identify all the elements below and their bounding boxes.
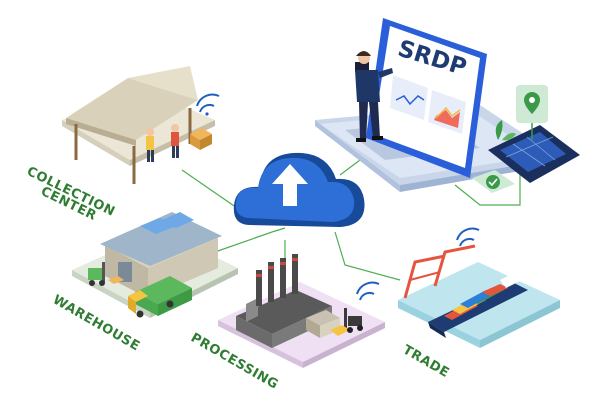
businessman-icon <box>355 51 393 142</box>
label-trade: TRADE <box>400 342 452 381</box>
cloud-upload-icon <box>233 152 365 227</box>
wifi-icon <box>196 93 220 116</box>
connector-device <box>454 165 521 206</box>
wifi-icon-trade <box>456 227 480 247</box>
solar-panel-icon <box>488 125 580 183</box>
location-pin-icon <box>516 85 548 140</box>
warehouse-icon <box>72 212 238 318</box>
connector-trade <box>334 231 401 281</box>
laptop-icon <box>315 18 560 192</box>
wifi-icon-processing <box>356 281 380 301</box>
factory-icon <box>218 254 385 368</box>
cargo-ship-icon <box>398 244 560 348</box>
connector-warehouse <box>214 227 286 253</box>
plant-icon <box>495 120 516 141</box>
checkmark-badge-icon <box>472 170 515 193</box>
collection-center-icon <box>62 66 215 184</box>
